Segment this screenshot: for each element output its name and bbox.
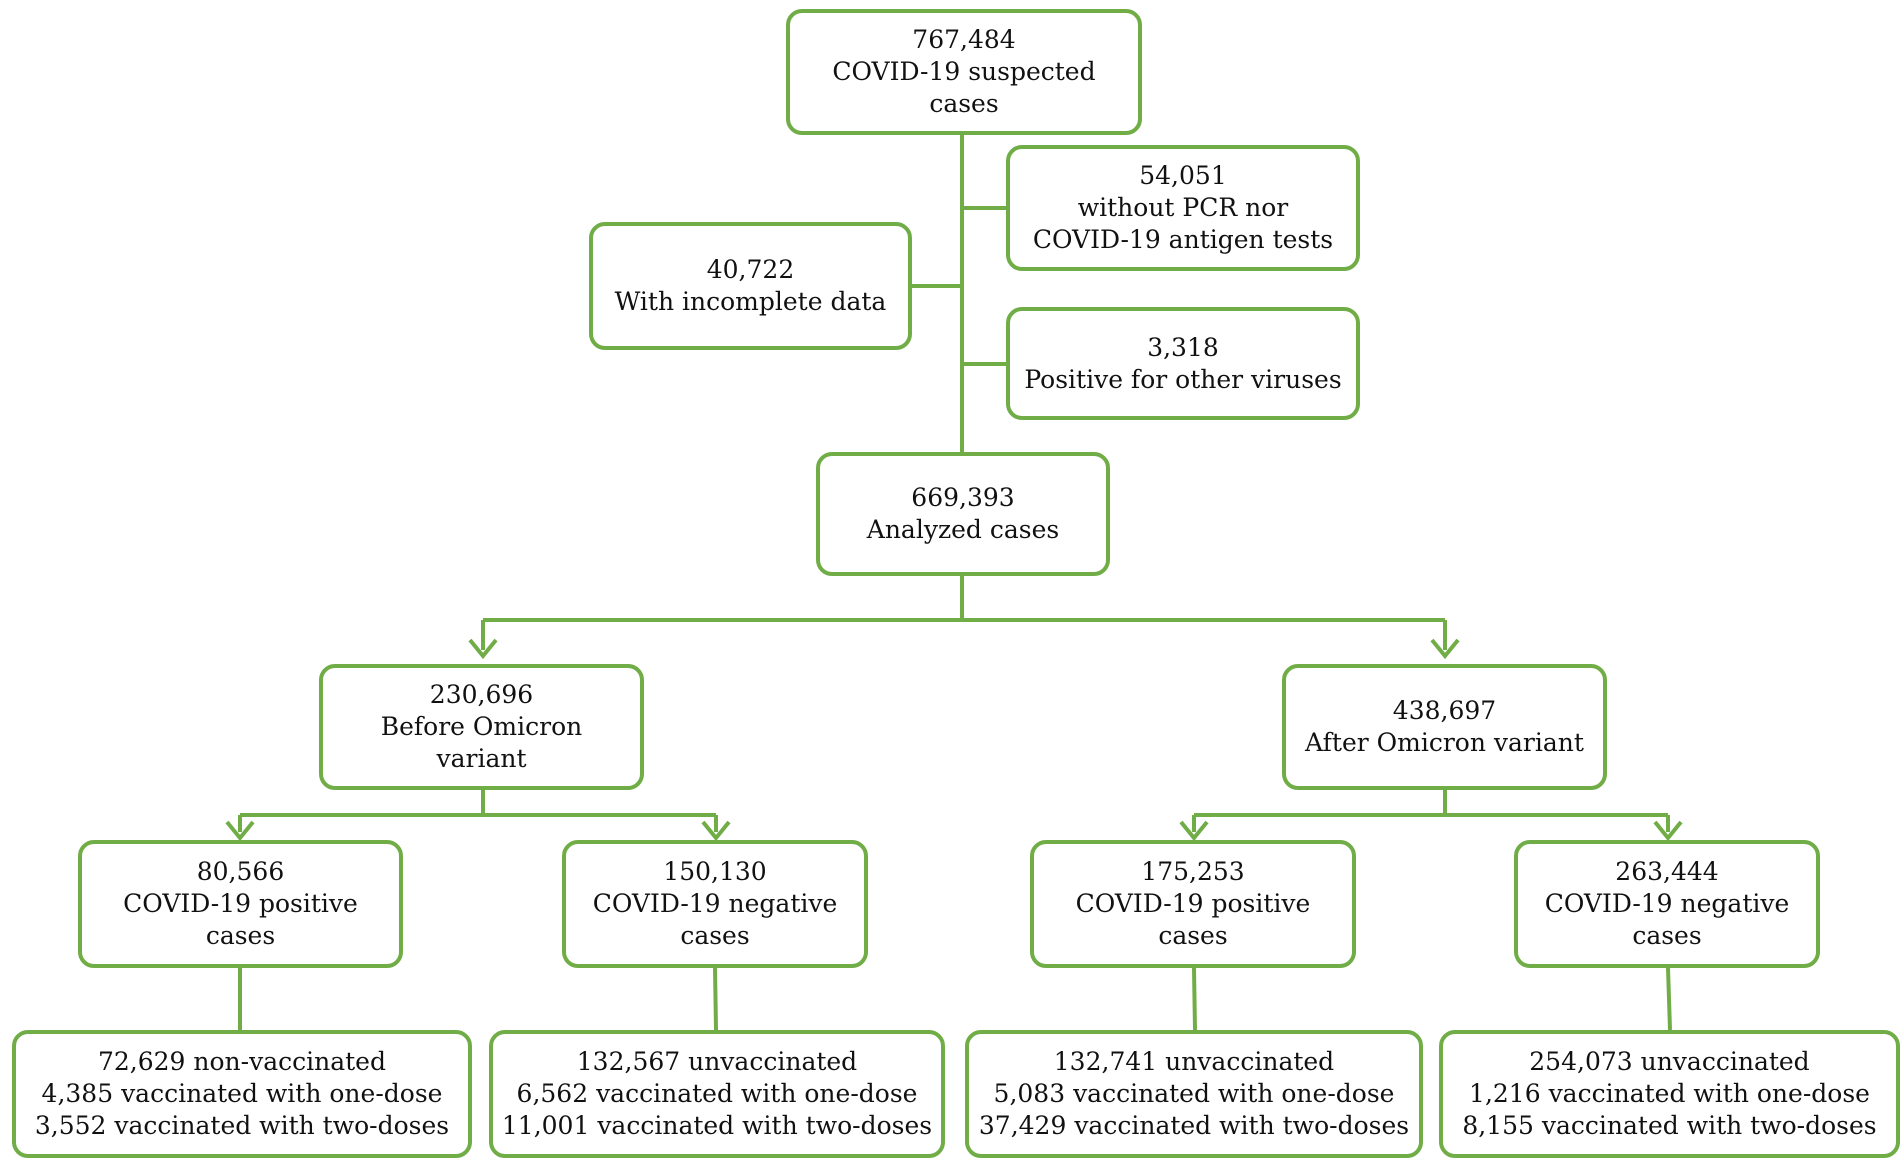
before-omicron-count: 230,696 — [429, 680, 534, 709]
analyzed-cases-box: 669,393 Analyzed cases — [816, 452, 1110, 576]
after-positive-label-1: COVID-19 positive — [1075, 889, 1311, 918]
after-negative-count: 263,444 — [1615, 857, 1719, 886]
no-test-label-1: without PCR nor — [1077, 193, 1289, 222]
after-negative-one-dose: 1,216 vaccinated with one-dose — [1469, 1079, 1870, 1108]
before-positive-label-1: COVID-19 positive — [123, 889, 358, 918]
analyzed-label: Analyzed cases — [866, 515, 1060, 544]
before-omicron-label-2: variant — [436, 744, 527, 773]
suspected-label-2: cases — [929, 89, 999, 118]
before-negative-unvaccinated: 132,567 unvaccinated — [576, 1047, 858, 1076]
incomplete-data-box: 40,722 With incomplete data — [589, 222, 912, 350]
suspected-label-1: COVID-19 suspected — [832, 57, 1096, 86]
before-negative-box: 150,130 COVID-19 negative cases — [562, 840, 868, 968]
after-negative-unvaccinated: 254,073 unvaccinated — [1529, 1047, 1810, 1076]
left-arrow-head — [468, 638, 498, 660]
before-pos-arrow-head — [225, 820, 255, 842]
after-neg-to-vax — [1666, 967, 1672, 1031]
before-neg-arrow-head — [701, 820, 731, 842]
no-test-box: 54,051 without PCR nor COVID-19 antigen … — [1006, 145, 1360, 271]
suspected-count: 767,484 — [912, 25, 1016, 54]
before-positive-unvaccinated: 72,629 non-vaccinated — [97, 1047, 386, 1076]
after-positive-one-dose: 5,083 vaccinated with one-dose — [993, 1079, 1395, 1108]
before-negative-count: 150,130 — [663, 857, 767, 886]
no-test-label-2: COVID-19 antigen tests — [1032, 225, 1334, 254]
before-negative-two-doses: 11,001 vaccinated with two-doses — [501, 1111, 933, 1140]
no-test-count: 54,051 — [1139, 161, 1227, 190]
before-negative-vaccination-box: 132,567 unvaccinated 6,562 vaccinated wi… — [489, 1030, 945, 1158]
before-positive-one-dose: 4,385 vaccinated with one-dose — [41, 1079, 443, 1108]
other-virus-box: 3,318 Positive for other viruses — [1006, 307, 1360, 420]
after-positive-count: 175,253 — [1141, 857, 1245, 886]
before-positive-vaccination-box: 72,629 non-vaccinated 4,385 vaccinated w… — [12, 1030, 472, 1158]
after-negative-two-doses: 8,155 vaccinated with two-doses — [1462, 1111, 1877, 1140]
after-positive-two-doses: 37,429 vaccinated with two-doses — [978, 1111, 1410, 1140]
other-virus-count: 3,318 — [1147, 332, 1219, 362]
before-omicron-box: 230,696 Before Omicron variant — [319, 664, 644, 790]
right-arrow-head — [1430, 638, 1460, 660]
after-negative-label-1: COVID-19 negative — [1544, 889, 1790, 918]
after-pos-arrow-head — [1179, 820, 1209, 842]
after-negative-vaccination-box: 254,073 unvaccinated 1,216 vaccinated wi… — [1439, 1030, 1900, 1158]
before-omicron-label-1: Before Omicron — [380, 712, 583, 741]
before-positive-two-doses: 3,552 vaccinated with two-doses — [34, 1111, 450, 1140]
after-omicron-box: 438,697 After Omicron variant — [1282, 664, 1607, 790]
after-pos-to-vax — [1192, 967, 1197, 1031]
after-positive-unvaccinated: 132,741 unvaccinated — [1053, 1047, 1335, 1076]
incomplete-count: 40,722 — [706, 255, 795, 284]
before-positive-label-2: cases — [205, 921, 276, 950]
after-neg-arrow-head — [1653, 820, 1683, 842]
after-negative-box: 263,444 COVID-19 negative cases — [1514, 840, 1820, 968]
before-neg-to-vax — [713, 967, 718, 1031]
other-virus-label: Positive for other viruses — [1024, 364, 1342, 394]
after-negative-label-2: cases — [1632, 921, 1702, 950]
after-positive-vaccination-box: 132,741 unvaccinated 5,083 vaccinated wi… — [965, 1030, 1423, 1158]
before-positive-box: 80,566 COVID-19 positive cases — [78, 840, 403, 968]
before-negative-label-2: cases — [680, 921, 750, 950]
after-positive-box: 175,253 COVID-19 positive cases — [1030, 840, 1356, 968]
after-omicron-count: 438,697 — [1392, 696, 1497, 725]
incomplete-label: With incomplete data — [614, 287, 887, 316]
suspected-cases-box: 767,484 COVID-19 suspected cases — [786, 9, 1142, 135]
after-positive-label-2: cases — [1158, 921, 1228, 950]
before-negative-label-1: COVID-19 negative — [592, 889, 838, 918]
before-positive-count: 80,566 — [196, 857, 285, 886]
after-omicron-label: After Omicron variant — [1305, 728, 1584, 757]
analyzed-count: 669,393 — [911, 483, 1015, 512]
before-negative-one-dose: 6,562 vaccinated with one-dose — [516, 1079, 918, 1108]
